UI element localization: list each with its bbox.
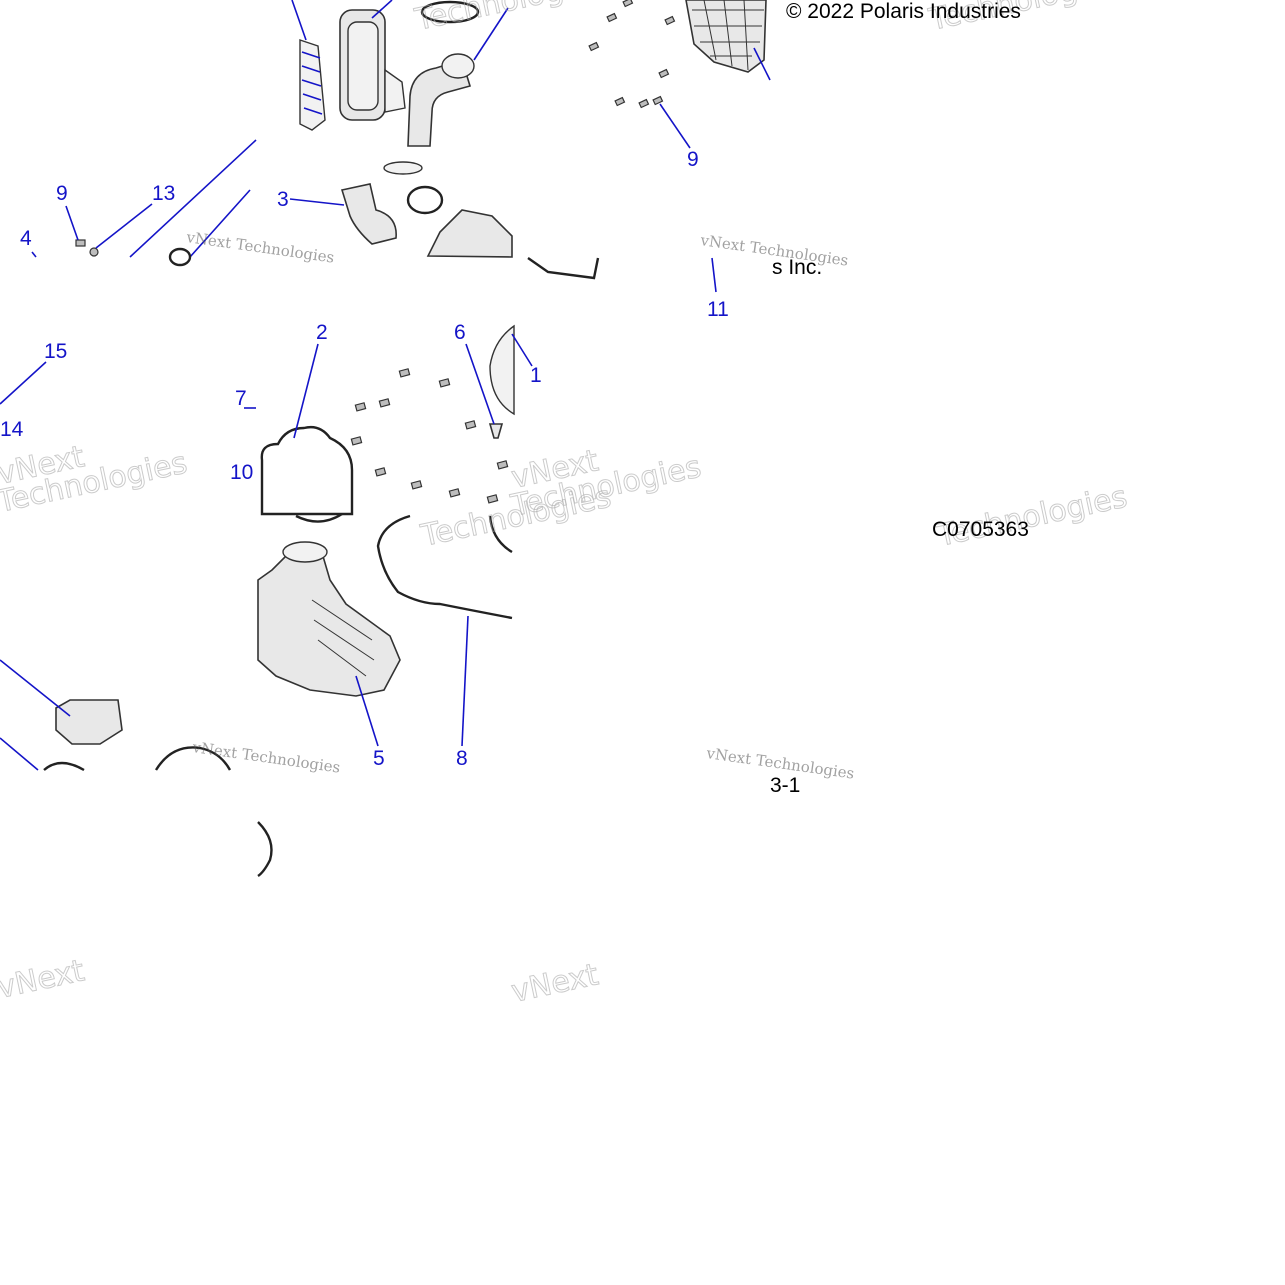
svg-text:vNext Technologies: vNext Technologies [190,738,341,777]
housing-top-corner [426,209,513,258]
tile-top-center [299,0,513,258]
duct-ring-1 [489,324,515,416]
gasket-2 [260,425,354,516]
hose-clamp [406,185,444,215]
callout-11: 11 [707,298,729,321]
bolt-9-left [75,239,86,247]
callout-13: 13 [152,182,175,205]
callout-9-left: 9 [56,182,68,205]
washer-13 [89,247,99,257]
callout-5: 5 [373,747,385,770]
inlet-elbow-part [55,699,123,745]
clamp-ring-top [420,0,480,24]
tile-top-right [588,0,771,149]
callout-15: 15 [44,340,67,363]
copyright-text: © 2022 Polaris Industries [786,0,1021,23]
figure-tail: 3-1 [770,774,800,797]
figure-code: C0705363 [932,518,1029,541]
airbox-cover-part [685,0,767,73]
tile-middle [244,324,533,516]
grille-part [299,39,326,131]
callout-6: 6 [454,321,466,344]
callout-4: 4 [20,227,32,250]
callout-1: 1 [530,364,542,387]
svg-text:Technologies: Technologies [933,480,1130,555]
leaders-top [289,0,509,206]
lower-elbow-part [340,183,397,245]
intake-housing-part [339,9,406,121]
copyright-tail: s Inc. [772,256,822,279]
airbox-housing-part [257,541,401,697]
bolt-set-middle [350,368,509,504]
svg-text:vNext Technologies: vNext Technologies [184,228,335,267]
elbow-duct-part [407,53,475,147]
callout-2: 2 [316,321,328,344]
callout-14: 14 [0,418,24,441]
bolt-set-top [588,0,676,109]
watermarks: vNext Technologies vNext Technologies vN… [0,0,1131,1010]
svg-text:vNext: vNext [0,953,88,1006]
wire-bracket [527,257,600,280]
callout-7: 7 [235,387,247,410]
gasket-8 [376,514,513,620]
tile-left-bottom [0,659,232,772]
svg-text:Technologies: Technologies [411,0,608,38]
small-clamp-left [168,247,192,267]
svg-text:vNext: vNext [508,957,601,1010]
tile-bottom [257,512,513,877]
callout-3: 3 [277,188,289,211]
callouts: 9 9 13 4 3 11 15 14 2 6 1 7 10 5 8 [0,148,729,770]
callout-8: 8 [456,747,468,770]
small-seal [383,161,423,175]
tile-left-middle [0,361,47,405]
grommet-6 [488,423,504,439]
callout-10: 10 [230,461,253,484]
gasket-left-bottom [154,746,232,771]
callout-9-top: 9 [687,148,699,171]
gasket-edge-lower [257,821,273,877]
tile-left [31,139,257,267]
